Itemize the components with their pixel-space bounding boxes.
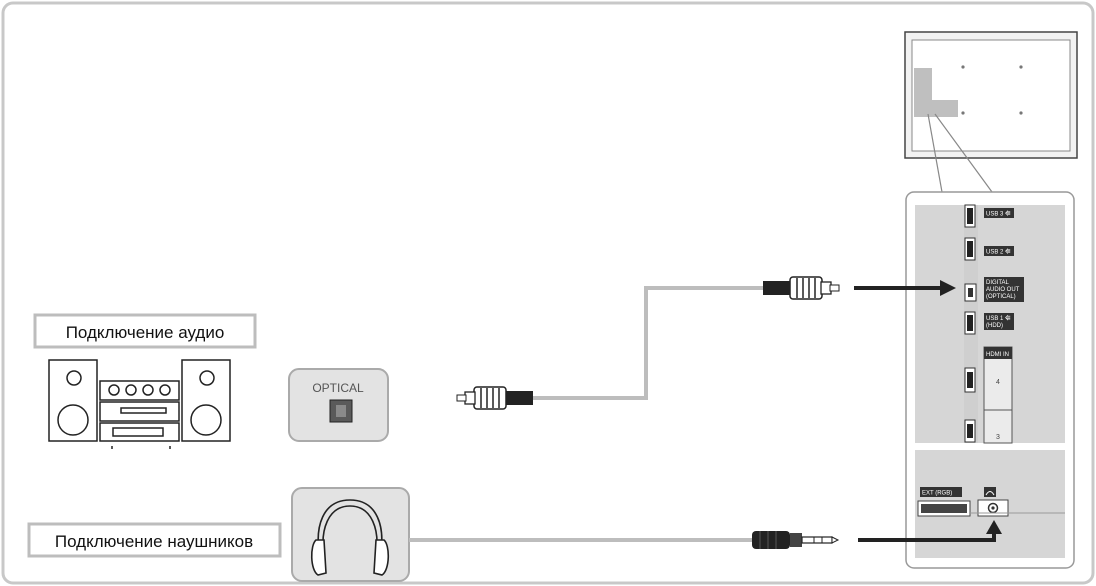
headphone-jack-plug (752, 531, 840, 549)
optical-cable (530, 286, 780, 400)
optical-plug-right (763, 276, 840, 300)
digital-audio-label-3: (OPTICAL) (986, 294, 1016, 300)
tv-thumbnail (904, 31, 1078, 159)
audio-system-icon (48, 359, 231, 449)
usb1-label-2: (HDD) (986, 323, 1003, 329)
optical-plug-left (456, 386, 533, 410)
tv-rear-panel: USB 3 ⭅ USB 2 ⭅ DIGITAL AUDIO OUT (OPTIC… (905, 191, 1075, 569)
headphones-icon (310, 499, 390, 576)
digital-audio-label-2: AUDIO OUT (986, 287, 1020, 293)
usb2-label: USB 2 ⭅ (986, 248, 1011, 256)
headphones-connection-label-box (27, 522, 282, 558)
usb3-label-bg (984, 208, 1014, 218)
headphones-connection-label: Подключение наушников (55, 532, 253, 551)
hdmi-in-label: HDMI IN (986, 352, 1009, 358)
digital-audio-label-1: DIGITAL (986, 280, 1010, 286)
audio-connection-label-box (33, 313, 257, 349)
arrow-to-optical-port (854, 280, 956, 296)
headphones-device-box (291, 487, 410, 582)
usb1-label-1: USB 1 ⭅ (986, 314, 1011, 322)
hdmi-3-label: 3 (996, 434, 1000, 441)
usb3-label: USB 3 ⭅ (986, 210, 1011, 218)
arrow-to-headphone-port (858, 520, 1002, 542)
zoom-line-left (927, 113, 943, 193)
optical-label: OPTICAL (312, 381, 364, 395)
hdmi-4-label: 4 (996, 379, 1000, 386)
audio-connection-label: Подключение аудио (66, 323, 225, 342)
ext-rgb-label: EXT (RGB) (922, 491, 952, 497)
zoom-line-right (934, 113, 993, 193)
